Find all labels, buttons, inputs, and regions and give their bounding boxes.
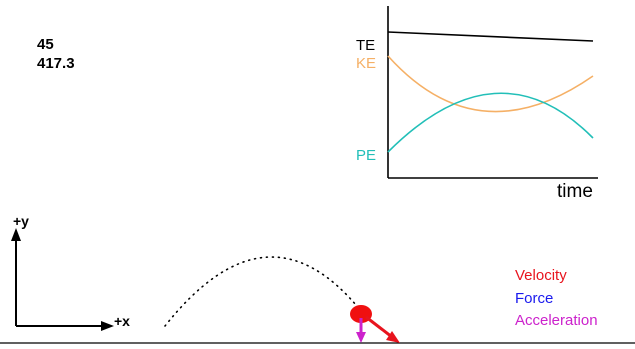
trajectory-path [164,256,362,327]
acceleration-arrowhead [356,332,366,343]
time-axis-label: time [557,181,593,202]
x-axis-label: +x [114,313,130,329]
ke-curve [387,55,594,113]
launch-angle-readout: 45 [37,36,54,53]
te-line [387,31,594,42]
velocity-arrowhead [386,331,400,343]
speed-readout: 417.3 [37,55,75,72]
legend-velocity: Velocity [515,267,567,284]
te-label: TE [356,37,376,54]
y-axis-label: +y [13,213,29,229]
legend-force: Force [515,290,554,307]
ke-label: KE [356,55,377,72]
velocity-vector [365,315,393,339]
y-axis-arrowhead [11,228,21,241]
x-axis-arrowhead [101,321,114,331]
pe-label: PE [356,147,377,164]
legend-acceleration: Acceleration [515,312,598,329]
pe-curve [387,92,594,153]
